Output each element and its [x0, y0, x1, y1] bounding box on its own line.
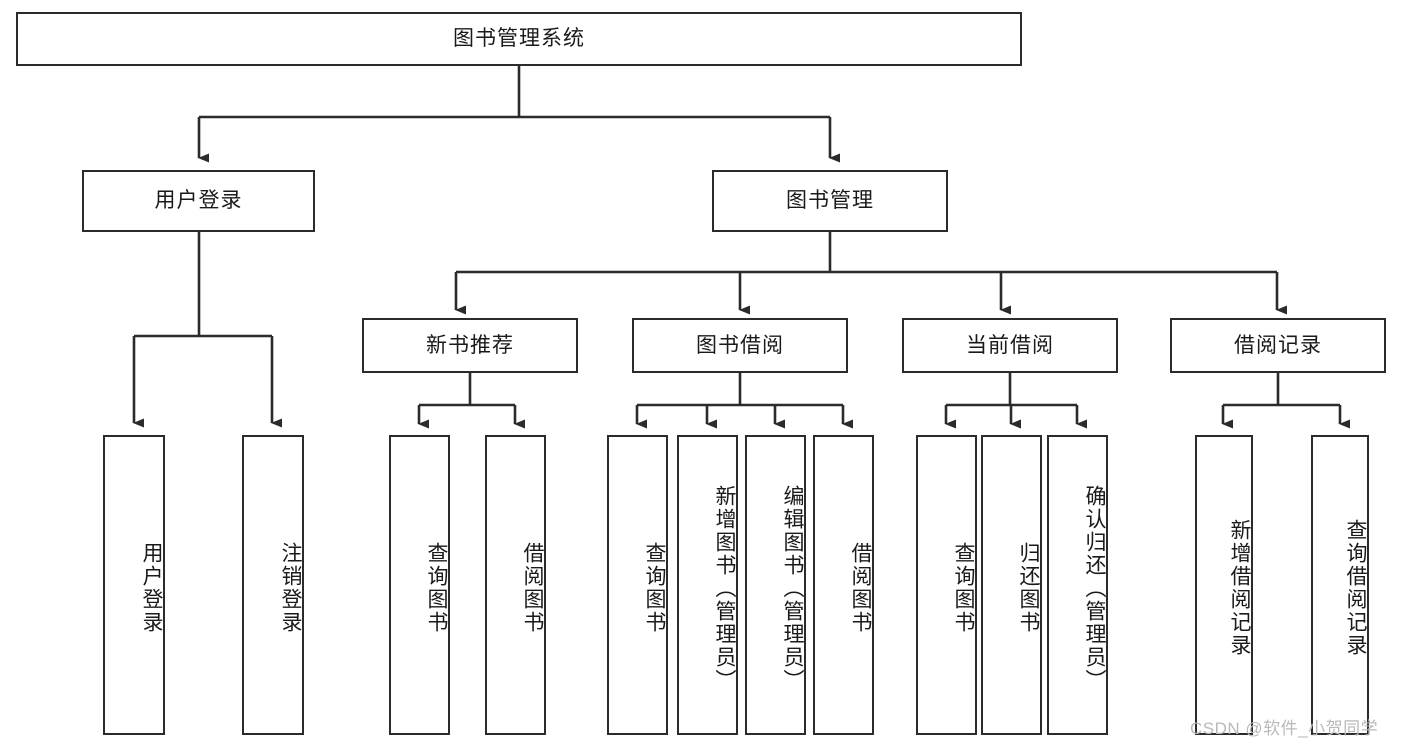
- node-leaf-borrow-book-new[interactable]: 借阅图书: [485, 435, 546, 735]
- node-leaf-query-borrow-record[interactable]: 查询借阅记录: [1311, 435, 1369, 735]
- node-label: 用户登录: [154, 189, 243, 213]
- node-label: 查询借阅记录: [1344, 519, 1367, 657]
- node-label: 归还图书: [1017, 542, 1040, 634]
- node-leaf-add-borrow-record[interactable]: 新增借阅记录: [1195, 435, 1253, 735]
- node-leaf-logout[interactable]: 注销登录: [242, 435, 304, 735]
- node-user-login[interactable]: 用户登录: [82, 170, 315, 232]
- node-book-management[interactable]: 图书管理: [712, 170, 948, 232]
- node-label: 新增借阅记录: [1228, 519, 1251, 657]
- node-label: 当前借阅: [966, 333, 1054, 357]
- node-leaf-user-login[interactable]: 用户登录: [103, 435, 165, 735]
- node-leaf-confirm-return-admin[interactable]: 确认归还（管理员）: [1047, 435, 1108, 735]
- node-current-borrow[interactable]: 当前借阅: [902, 318, 1118, 373]
- node-leaf-edit-book-admin[interactable]: 编辑图书（管理员）: [745, 435, 806, 735]
- node-leaf-query-book-borrow[interactable]: 查询图书: [607, 435, 668, 735]
- node-label: 编辑图书（管理员）: [781, 484, 804, 692]
- node-book-borrow[interactable]: 图书借阅: [632, 318, 848, 373]
- node-label: 借阅图书: [849, 542, 872, 634]
- node-borrow-record[interactable]: 借阅记录: [1170, 318, 1386, 373]
- node-leaf-return-book[interactable]: 归还图书: [981, 435, 1042, 735]
- node-leaf-borrow-book[interactable]: 借阅图书: [813, 435, 874, 735]
- node-root-book-management-system[interactable]: 图书管理系统: [16, 12, 1022, 66]
- node-leaf-query-book-new[interactable]: 查询图书: [389, 435, 450, 735]
- node-label: 新书推荐: [426, 333, 514, 357]
- node-label: 图书借阅: [696, 333, 784, 357]
- node-label: 注销登录: [279, 542, 302, 634]
- node-label: 借阅图书: [521, 542, 544, 634]
- node-label: 图书管理: [786, 189, 874, 213]
- node-new-book-recommend[interactable]: 新书推荐: [362, 318, 578, 373]
- node-label: 查询图书: [425, 542, 448, 634]
- node-label: 查询图书: [643, 542, 666, 634]
- node-label: 新增图书（管理员）: [713, 484, 736, 692]
- node-leaf-query-book-current[interactable]: 查询图书: [916, 435, 977, 735]
- node-label: 图书管理系统: [453, 27, 585, 51]
- node-label: 借阅记录: [1234, 333, 1322, 357]
- node-leaf-add-book-admin[interactable]: 新增图书（管理员）: [677, 435, 738, 735]
- node-label: 确认归还（管理员）: [1083, 484, 1106, 692]
- node-label: 用户登录: [140, 542, 163, 634]
- node-label: 查询图书: [952, 542, 975, 634]
